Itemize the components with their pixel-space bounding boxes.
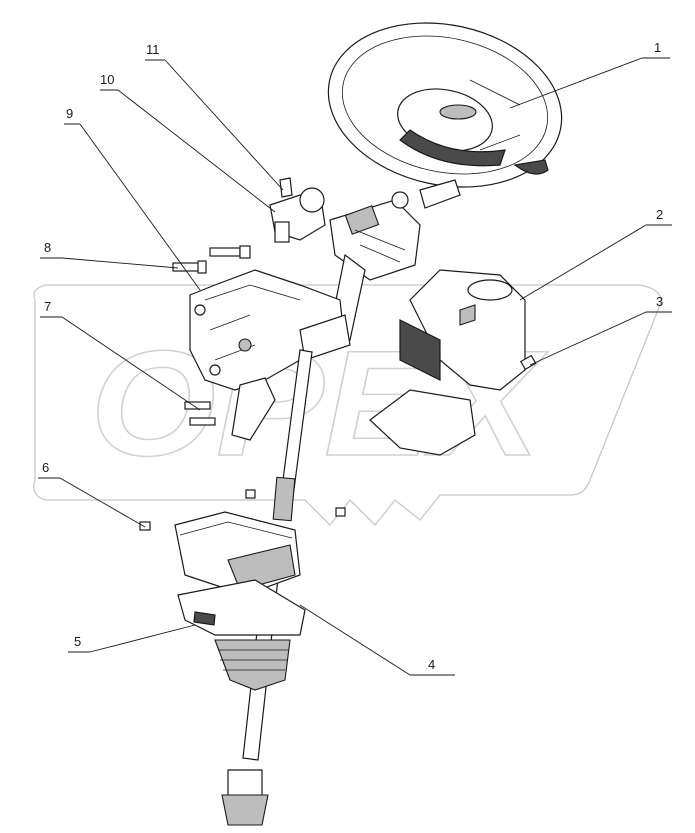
leader-1 [509, 57, 670, 109]
callout-6: 6 [42, 460, 49, 475]
screw-3 [519, 354, 537, 371]
screws-6 [139, 489, 346, 531]
callout-9: 9 [66, 106, 73, 121]
leader-4 [299, 604, 455, 676]
callout-numbers: 1 2 3 4 5 6 7 8 9 10 11 [42, 40, 663, 672]
leader-3 [529, 311, 672, 366]
callout-7: 7 [44, 299, 51, 314]
callout-2: 2 [656, 207, 663, 222]
callout-1: 1 [654, 40, 661, 55]
callout-5: 5 [74, 634, 81, 649]
leader-8 [40, 257, 179, 269]
leader-2 [519, 224, 672, 301]
leader-11 [145, 59, 284, 191]
callout-8: 8 [44, 240, 51, 255]
callout-11: 11 [146, 42, 160, 57]
column-shroud [369, 269, 526, 456]
ignition-switch [269, 177, 326, 243]
column-bracket [172, 245, 351, 441]
leader-10 [100, 89, 276, 213]
leader-5 [68, 624, 196, 653]
callout-4: 4 [428, 657, 435, 672]
leader-7 [40, 316, 201, 411]
boot-gaiter [177, 579, 306, 691]
leader-6 [38, 477, 146, 528]
leader-9 [64, 123, 201, 291]
callout-3: 3 [656, 294, 663, 309]
callout-leaders [38, 57, 672, 676]
lower-housing [174, 511, 301, 596]
steering-wheel [327, 22, 563, 188]
callout-10: 10 [100, 72, 114, 87]
